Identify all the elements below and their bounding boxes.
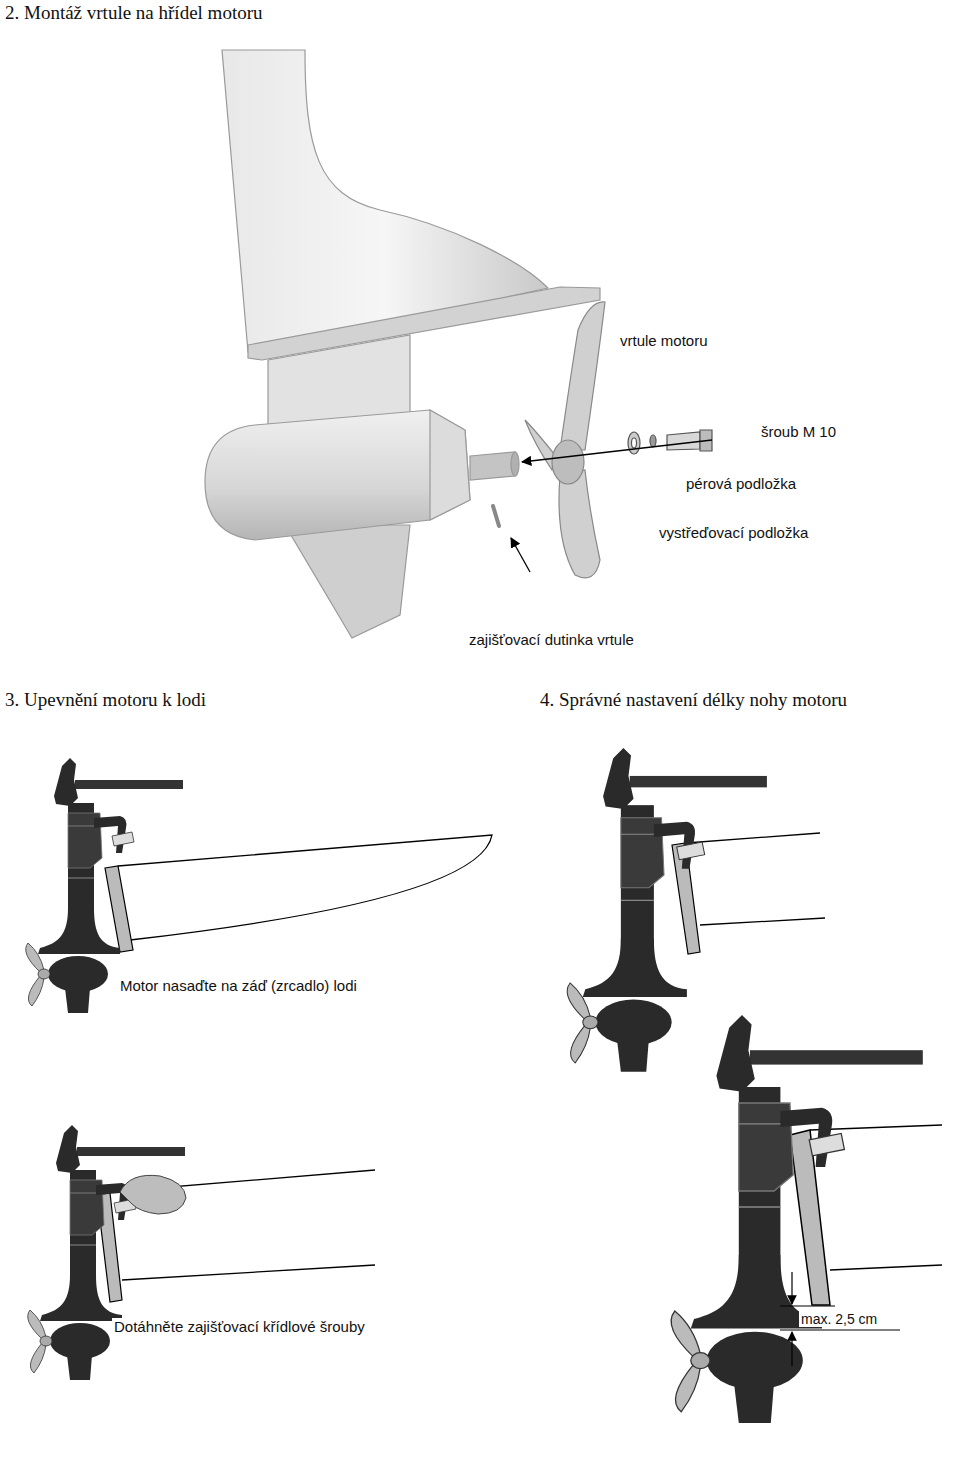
propeller bbox=[525, 302, 605, 578]
pin-arrow bbox=[511, 538, 530, 572]
boat-hull bbox=[118, 835, 492, 940]
part-label: vrtule motoru bbox=[618, 332, 710, 349]
part-label: šroub M 10 bbox=[759, 423, 838, 440]
pin bbox=[493, 506, 499, 526]
instruction-note: Motor nasaďte na záď (zrcadlo) lodi bbox=[118, 977, 359, 994]
dimension bbox=[780, 1272, 900, 1366]
boat-hull bbox=[110, 1170, 375, 1280]
lower-unit bbox=[205, 50, 600, 638]
boat-hull bbox=[686, 833, 825, 925]
part-label: zajišťovací dutinka vrtule bbox=[467, 631, 636, 648]
outboard-motor bbox=[26, 758, 183, 1013]
outboard-motor bbox=[28, 1125, 185, 1380]
section-heading: 2. Montáž vrtule na hřídel motoru bbox=[3, 2, 265, 24]
dimension-label: max. 2,5 cm bbox=[799, 1311, 879, 1327]
assembly-arrow bbox=[522, 440, 712, 462]
transom bbox=[105, 866, 133, 952]
section-heading: 3. Upevnění motoru k lodi bbox=[3, 689, 208, 711]
part-label: pérová podložka bbox=[684, 475, 798, 492]
part-label: vystřeďovací podložka bbox=[657, 524, 810, 541]
instruction-note: Dotáhněte zajišťovací křídlové šrouby bbox=[112, 1318, 367, 1335]
section-heading: 4. Správné nastavení délky nohy motoru bbox=[538, 689, 849, 711]
hand bbox=[120, 1175, 186, 1214]
outboard-motor bbox=[671, 1015, 923, 1423]
